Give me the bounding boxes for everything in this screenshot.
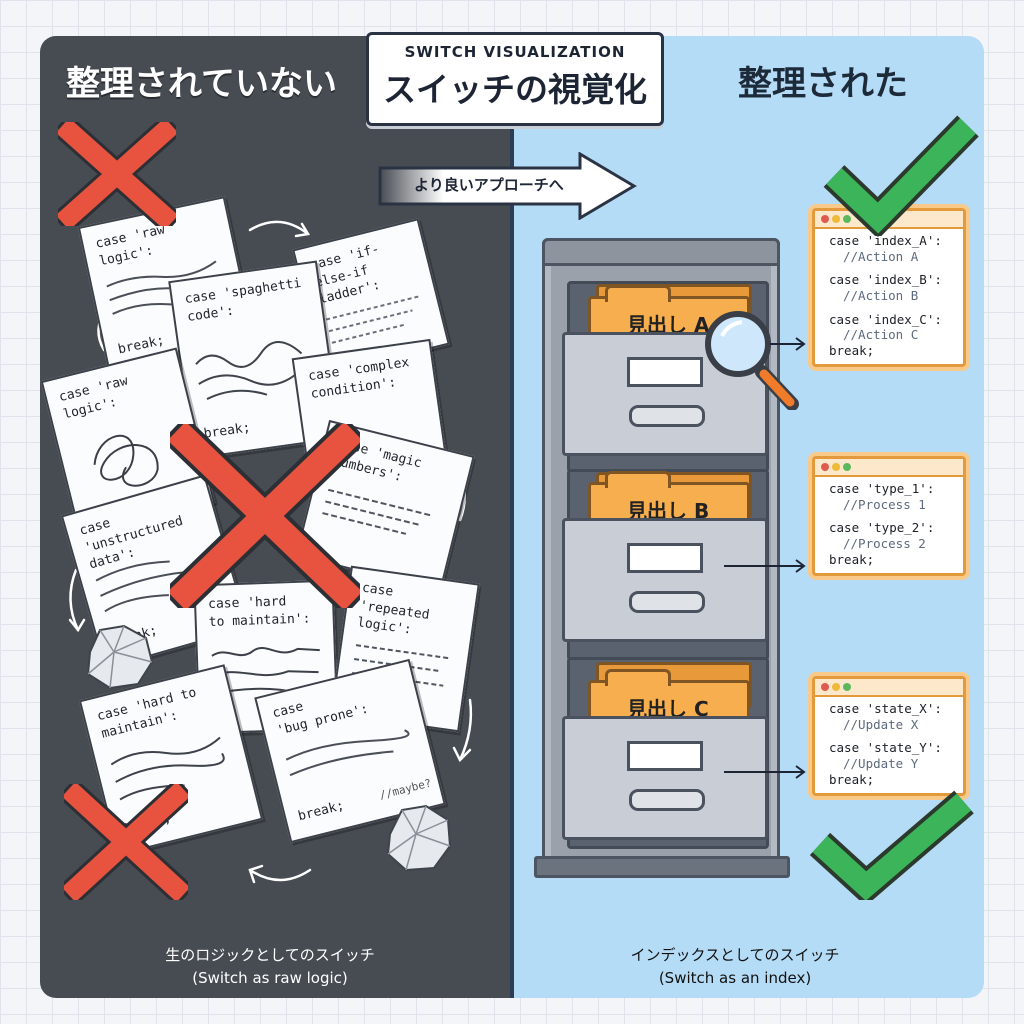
right-caption-en: (Switch as an index) xyxy=(658,968,812,987)
title-english: SWITCH VISUALIZATION xyxy=(404,43,626,61)
code-page-bug-prone: case 'bug prone': break; //maybe? xyxy=(254,658,446,844)
window-maximize-dot-icon xyxy=(843,215,851,223)
window-minimize-dot-icon xyxy=(832,215,840,223)
scribble-icon xyxy=(325,295,420,344)
window-maximize-dot-icon xyxy=(843,683,851,691)
drawer-label-plate xyxy=(627,741,703,771)
code-comment: //Action C xyxy=(843,327,919,343)
drawer-handle xyxy=(629,789,705,811)
left-caption-jp: 生のロジックとしてのスイッチ xyxy=(165,946,375,964)
check-mark-icon xyxy=(823,115,979,236)
window-minimize-dot-icon xyxy=(832,463,840,471)
x-mark-icon xyxy=(64,784,188,900)
doc-text: case 'complex condition': xyxy=(307,355,411,402)
arrow-label: より良いアプローチへ xyxy=(414,176,564,194)
cabinet-top xyxy=(542,238,780,266)
right-caption: インデックスとしてのスイッチ (Switch as an index) xyxy=(560,944,910,989)
scribble-icon xyxy=(195,341,305,400)
scribble-icon xyxy=(285,729,410,777)
code-case-line: case 'index_B': xyxy=(829,272,942,288)
scribble-icon xyxy=(322,488,432,535)
window-titlebar xyxy=(815,459,963,477)
code-comment: //Action A xyxy=(843,248,919,264)
code-comment: //Action B xyxy=(843,287,919,303)
code-page-raw-logic-2: case 'raw logic': xyxy=(40,347,216,537)
code-case-line: case 'type_2': xyxy=(829,520,935,536)
code-window-state: case 'state_X': //Update X case 'state_Y… xyxy=(812,676,966,797)
main-title-box: SWITCH VISUALIZATION スイッチの視覚化 xyxy=(366,32,664,126)
code-break: break; xyxy=(829,342,875,358)
drawer-handle xyxy=(629,405,705,427)
window-close-dot-icon xyxy=(821,463,829,471)
drawer-handle xyxy=(629,591,705,613)
cabinet-drawer-c xyxy=(562,716,768,840)
arrow-shape-icon xyxy=(378,151,637,221)
code-comment: //Process 2 xyxy=(843,535,926,551)
code-case-line: case 'state_Y': xyxy=(829,740,942,756)
drawer-label-plate xyxy=(627,357,703,387)
window-close-dot-icon xyxy=(821,683,829,691)
doc-text: case 'spaghetti code': xyxy=(183,275,303,325)
doc-text: case 'raw logic': xyxy=(57,373,130,423)
code-comment: //Update X xyxy=(843,716,919,732)
scribble-icon xyxy=(93,434,159,487)
drawer-label-plate xyxy=(627,543,703,573)
code-case-line: case 'index_C': xyxy=(829,311,942,327)
magnifying-glass-icon xyxy=(705,311,799,410)
code-case-line: case 'type_1': xyxy=(829,481,935,496)
x-mark-icon xyxy=(58,122,176,226)
cabinet-drawer-b xyxy=(562,518,768,642)
doc-break: break; xyxy=(296,798,346,825)
doc-text: case 'repeated logic': xyxy=(356,580,431,638)
left-caption: 生のロジックとしてのスイッチ (Switch as raw logic) xyxy=(120,944,420,989)
code-page-if-else: case 'if-else-if ladder': xyxy=(292,218,450,376)
window-maximize-dot-icon xyxy=(843,463,851,471)
code-case-line: case 'state_X': xyxy=(829,701,942,716)
window-minimize-dot-icon xyxy=(832,683,840,691)
check-mark-icon xyxy=(809,790,974,900)
right-panel-title: 整理された xyxy=(738,64,908,104)
right-caption-jp: インデックスとしてのスイッチ xyxy=(630,946,840,964)
window-titlebar xyxy=(815,679,963,697)
code-page-spaghetti: case 'spaghetti code': break; xyxy=(168,260,342,460)
left-panel-title: 整理されていない xyxy=(66,64,337,104)
connector-arrows-icon xyxy=(724,337,806,779)
left-caption-en: (Switch as raw logic) xyxy=(192,968,348,987)
code-case-line: case 'index_A': xyxy=(829,233,942,248)
x-mark-icon xyxy=(170,424,360,608)
code-comment: //Update Y xyxy=(843,755,919,771)
code-window-type: case 'type_1': //Process 1 case 'type_2'… xyxy=(812,456,966,577)
title-japanese: スイッチの視覚化 xyxy=(383,70,647,109)
better-approach-arrow: より良いアプローチへ xyxy=(370,151,640,221)
code-window-index: case 'index_A': //Action A case 'index_B… xyxy=(812,208,966,368)
crumpled-paper-icon xyxy=(86,624,154,690)
code-break: break; xyxy=(829,551,875,567)
code-page-magic: case 'magic numbers': xyxy=(295,419,475,593)
panel-divider xyxy=(510,36,514,998)
window-close-dot-icon xyxy=(821,215,829,223)
code-comment: //Process 1 xyxy=(843,496,926,512)
crumpled-paper-icon xyxy=(386,804,452,872)
code-break: break; xyxy=(829,771,875,787)
cabinet-base xyxy=(534,856,790,878)
